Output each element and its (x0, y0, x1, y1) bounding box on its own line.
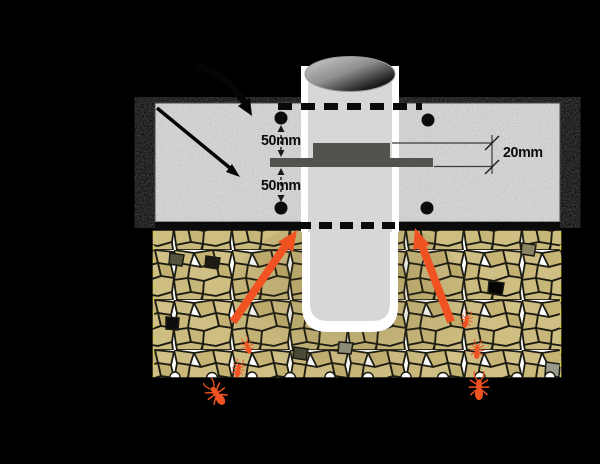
dimension-collar-height (392, 135, 500, 175)
diagonal-arrow-icon (155, 106, 240, 177)
dimension-label-collar-height: 20mm (503, 144, 543, 161)
dimension-label-cover-bottom: 50mm (261, 177, 301, 194)
dimension-cover-top (277, 125, 285, 157)
dimension-cover-bottom (277, 168, 285, 202)
termite-path-arrows (229, 228, 455, 325)
soil-bottom-stones (169, 371, 556, 378)
curved-arrow-icon (195, 62, 252, 116)
termite-collar (270, 143, 433, 167)
rebar-dots (274, 111, 435, 215)
collar-body (313, 143, 390, 158)
slab-dashed-lines (278, 103, 422, 229)
pipe (301, 56, 399, 332)
soil-stones (165, 242, 561, 378)
orange-up-arrow-icon (229, 230, 297, 325)
soil-edge-dashes (152, 232, 562, 378)
dimension-label-cover-top: 50mm (261, 132, 301, 149)
orange-up-arrow-icon (413, 228, 455, 324)
termite-icon (198, 374, 233, 411)
pipe-opening (304, 56, 396, 92)
collar-flange (270, 158, 433, 167)
